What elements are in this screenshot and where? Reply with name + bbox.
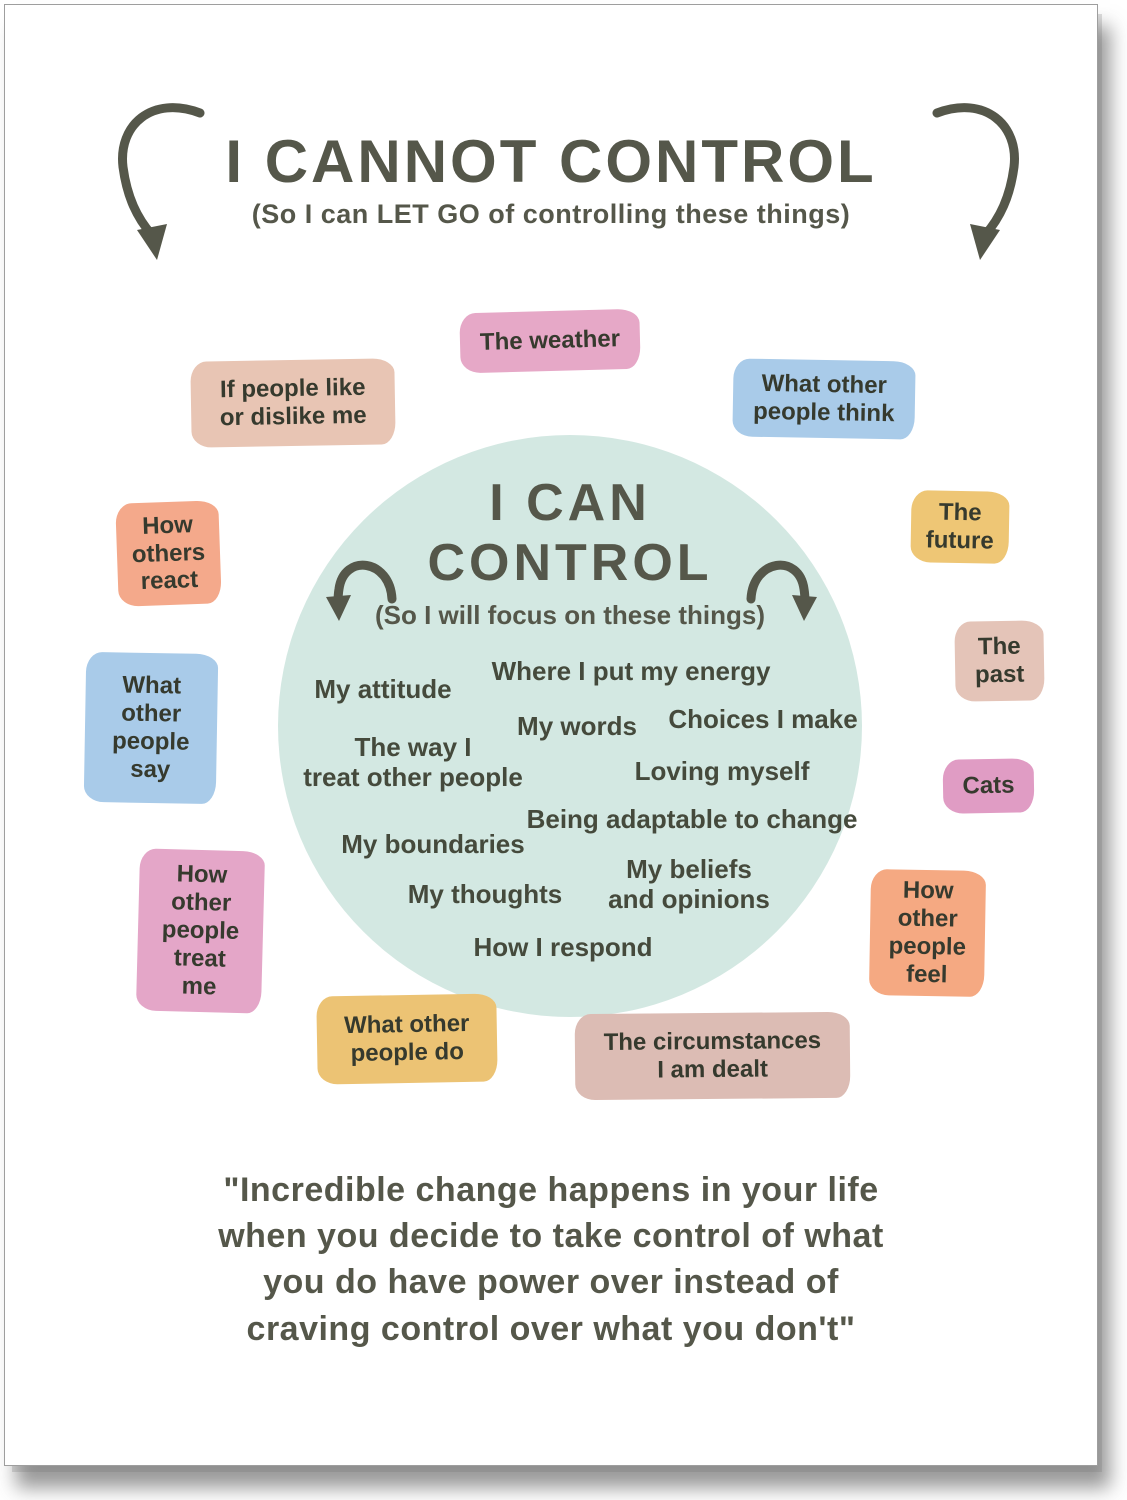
cannot-tag-past: The past bbox=[954, 620, 1045, 702]
cannot-tag-others-react: How others react bbox=[115, 500, 222, 607]
cannot-tag-cats: Cats bbox=[942, 758, 1035, 814]
can-control-circle bbox=[278, 435, 862, 1017]
can-item-thoughts: My thoughts bbox=[407, 879, 563, 910]
can-item-my-words: My words bbox=[517, 711, 637, 742]
can-control-title-line1: I CAN bbox=[489, 474, 651, 532]
can-item-boundaries: My boundaries bbox=[341, 829, 525, 860]
cannot-tag-people-think: What other people think bbox=[732, 358, 916, 440]
curved-arrow-down-right-icon bbox=[932, 103, 1019, 260]
cannot-tag-future: The future bbox=[910, 490, 1010, 564]
cannot-tag-treat-me: How other people treat me bbox=[135, 848, 266, 1014]
cannot-tag-people-say: What other people say bbox=[83, 651, 219, 805]
cannot-control-title: I CANNOT CONTROL bbox=[225, 128, 877, 195]
curved-arrow-down-left-icon bbox=[118, 103, 205, 260]
can-item-choices: Choices I make bbox=[668, 704, 858, 735]
poster: I CANNOT CONTROL (So I can LET GO of con… bbox=[4, 4, 1098, 1466]
can-item-treat-others: The way I treat other people bbox=[303, 732, 523, 792]
hook-arrow-down-left-icon bbox=[326, 560, 397, 621]
can-item-my-attitude: My attitude bbox=[314, 674, 452, 705]
can-item-respond: How I respond bbox=[473, 932, 653, 963]
can-item-loving-myself: Loving myself bbox=[634, 756, 810, 787]
cannot-tag-weather: The weather bbox=[459, 308, 641, 374]
can-control-subtitle: (So I will focus on these things) bbox=[374, 600, 765, 630]
cannot-tag-people-do: What other people do bbox=[316, 993, 498, 1085]
can-item-energy: Where I put my energy bbox=[491, 656, 771, 687]
can-control-title-line2: CONTROL bbox=[427, 534, 713, 592]
cannot-tag-circumstances: The circumstances I am dealt bbox=[574, 1011, 851, 1101]
cannot-tag-like-dislike: If people like or dislike me bbox=[190, 358, 396, 448]
can-item-adaptable: Being adaptable to change bbox=[526, 804, 858, 835]
hook-arrow-down-right-icon bbox=[746, 560, 817, 621]
cannot-control-subtitle: (So I can LET GO of controlling these th… bbox=[251, 199, 851, 229]
can-item-beliefs: My beliefs and opinions bbox=[608, 854, 770, 914]
cannot-tag-people-feel: How other people feel bbox=[868, 869, 987, 997]
bottom-quote: "Incredible change happens in your life … bbox=[218, 1171, 884, 1348]
